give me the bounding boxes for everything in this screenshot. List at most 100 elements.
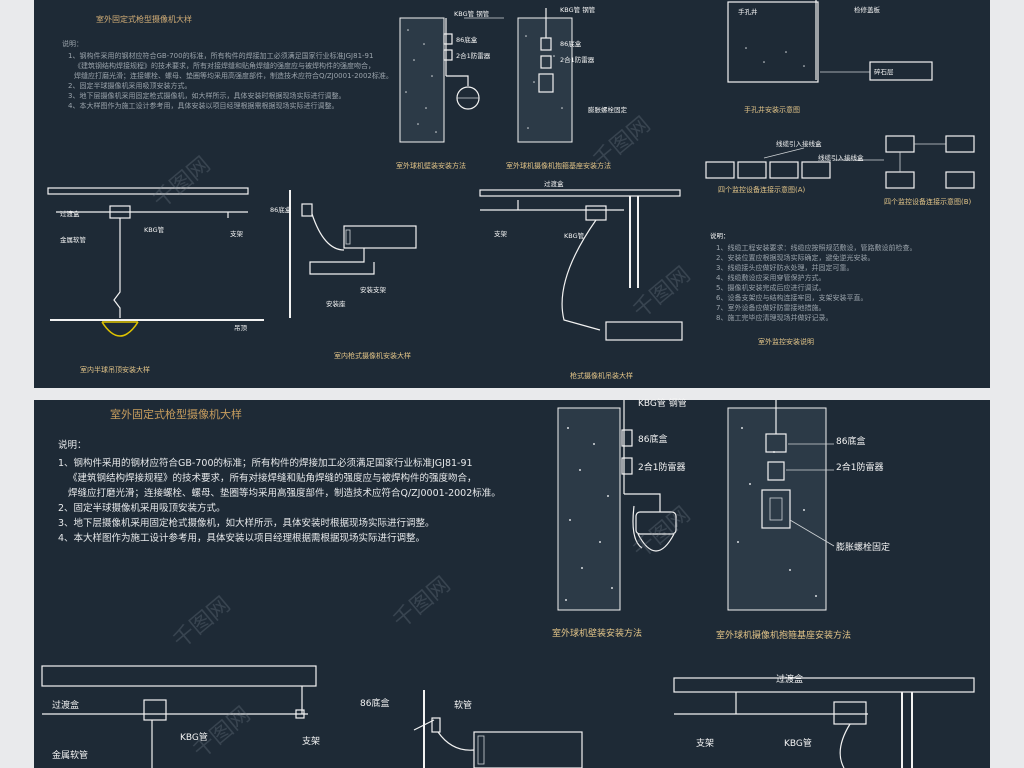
label-86-box-b1: 86底盒 [638, 433, 667, 445]
top-note-line: 3、地下层摄像机采用固定枪式摄像机，如大样所示，具体安装时根据现场实际进行调整。 [68, 91, 345, 100]
right-note-line: 7、室外设备应做好防雷接地措施。 [716, 303, 825, 312]
label-86-box-c: 86底盒 [360, 697, 389, 709]
label-mount-base: 安装座 [326, 299, 346, 308]
bottom-note-line: 《建筑钢结构焊接规程》的技术要求，所有对接焊缝和贴角焊缝的强度应与被焊构件的强度… [68, 472, 477, 484]
top-note-line: 《建筑钢结构焊接规程》的技术要求，所有对接焊缝和贴角焊缝的强度应与被焊构件的强度… [74, 61, 375, 70]
caption-wall-mount-top: 室外球机壁装安装方法 [396, 161, 466, 170]
label-expansion-bolt: 膨胀螺栓固定 [588, 105, 628, 114]
label-kbg-steel: KBG管 钢管 [454, 9, 490, 18]
label-bracket-b: 支架 [302, 735, 320, 747]
concrete-texture [405, 29, 437, 133]
right-notes: 说明： 1、线缆工程安装要求：线缆应按照规范敷设，管路敷设前检查。 2、安装位置… [710, 231, 916, 346]
dome-camera-icon-b [637, 533, 675, 552]
right-note-line: 4、线缆敷设应采用穿管保护方式。 [716, 273, 825, 282]
pole-mount-detail-bottom: 86底盒 2合1防雷器 膨胀螺栓固定 室外球机摄像机抱箍基座安装方法 [716, 400, 890, 641]
bottom-note-line: 1、钢构件采用的钢材应符合GB-700的标准；所有构件的焊接加工必须满足国家行业… [58, 457, 473, 469]
right-note-line: 5、摄像机安装完成后应进行调试。 [716, 283, 825, 292]
gun-camera-hoist-detail: 过渡盒 支架 KBG管 枪式摄像机吊装大样 [479, 179, 683, 380]
top-note-line: 4、本大样图作为施工设计参考用，具体安装以项目经理根据需根据现场实际进行调整。 [68, 101, 338, 110]
label-86-box-gun: 86底盒 [270, 205, 292, 214]
caption-wall-mount-bottom: 室外球机壁装安装方法 [552, 627, 642, 639]
label-hand-hole: 手孔井 [738, 7, 758, 16]
caption-notes-block: 室外监控安装说明 [758, 337, 814, 346]
label-cover: 检修盖板 [854, 5, 881, 14]
gun-camera-wall-detail: 86底盒 安装支架 安装座 室内枪式摄像机安装大样 [270, 190, 417, 360]
right-note-line: 8、施工完毕应清理现场并做好记录。 [716, 313, 832, 322]
label-surge-b1: 2合1防雷器 [638, 461, 685, 473]
label-kbg-steel-b: KBG管 钢管 [638, 397, 687, 409]
label-junction-top: 过渡盒 [60, 209, 80, 218]
bottom-note-line: 4、本大样图作为施工设计参考用，具体安装以项目经理根据需根据现场实际进行调整。 [58, 532, 425, 544]
label-kbg-hoist: KBG管 [564, 231, 585, 240]
top-sheet-canvas: 室外固定式枪型摄像机大样 说明： 1、钢构件采用的钢材应符合GB-700的标准，… [47, 0, 975, 380]
label-metal-hose-top: 金属软管 [60, 235, 87, 244]
label-86-box-b: 86底盒 [560, 39, 582, 48]
bottom-notes-heading: 说明： [58, 439, 87, 451]
label-bracket-c: 支架 [696, 737, 714, 749]
wiring-diagram-a: 线缆引入接线盒 线缆引入接线盒 四个监控设备连接示意图(A) [705, 139, 884, 194]
top-notes: 说明： 1、钢构件采用的钢材应符合GB-700的标准，所有构件的焊接加工必须满足… [62, 39, 393, 110]
bottom-note-line: 3、地下层摄像机采用固定枪式摄像机，如大样所示，具体安装时根据现场实际进行调整。 [58, 517, 435, 529]
bottom-notes: 说明： 1、钢构件采用的钢材应符合GB-700的标准；所有构件的焊接加工必须满足… [58, 439, 501, 544]
dome-camera-icon [101, 321, 139, 337]
ceiling-detail-bottom: 过渡盒 金属软管 KBG管 支架 [41, 665, 320, 768]
watermark-text: 千图网 [169, 592, 236, 654]
label-kbg-c: KBG管 [784, 737, 812, 749]
label-gravel: 碎石层 [874, 67, 894, 76]
ceiling-dome-detail: 过渡盒 金属软管 KBG管 支架 吊顶 室内半球吊顶安装大样 [47, 187, 264, 374]
right-notes-heading: 说明： [710, 231, 730, 240]
label-wire-a: 线缆引入接线盒 [776, 139, 822, 148]
top-title: 室外固定式枪型摄像机大样 [96, 14, 192, 24]
label-kbg-b: KBG管 [180, 731, 208, 743]
wiring-diagram-b: 四个监控设备连接示意图(B) [884, 135, 975, 206]
wall-mount-detail-bottom: KBG管 钢管 86底盒 2合1防雷器 室外球机壁装安装方法 [552, 397, 687, 639]
label-86-box: 86底盒 [456, 35, 478, 44]
label-ceiling: 吊顶 [234, 324, 248, 332]
bottom-note-line: 2、固定半球摄像机采用吸顶安装方式。 [58, 502, 226, 514]
bottom-sheet-canvas: 室外固定式枪型摄像机大样 说明： 1、钢构件采用的钢材应符合GB-700的标准；… [41, 397, 975, 768]
label-surge-b2: 2合1防雷器 [836, 461, 883, 473]
label-86-box-b2: 86底盒 [836, 435, 865, 447]
watermark-text: 千图网 [589, 112, 656, 174]
caption-pit: 手孔井安装示意图 [744, 105, 800, 114]
label-metal-hose-b: 金属软管 [52, 749, 88, 761]
top-note-line: 1、钢构件采用的钢材应符合GB-700的标准，所有构件的焊接加工必须满足国家行业… [68, 51, 373, 60]
label-kbg-ceiling: KBG管 [144, 225, 165, 234]
label-hose-c: 软管 [454, 699, 472, 711]
label-wire-b: 线缆引入接线盒 [818, 153, 864, 162]
top-note-line: 焊缝应打磨光滑；连接螺栓、螺母、垫圈等均采用高强度部件，制造技术应符合Q/ZJ0… [74, 71, 393, 80]
gun-camera-hoist-bottom: 过渡盒 支架 KBG管 [673, 673, 975, 768]
label-junction-b: 过渡盒 [52, 699, 79, 711]
caption-pole-mount-top: 室外球机摄像机抱箍基座安装方法 [506, 161, 611, 170]
label-junction-c: 过渡盒 [776, 673, 803, 685]
right-note-line: 6、设备支架应与结构连接牢固，支架安装平直。 [716, 293, 867, 302]
bottom-title: 室外固定式枪型摄像机大样 [110, 407, 242, 421]
label-kbg-top: KBG管 钢管 [560, 5, 596, 14]
caption-gun-hoist: 枪式摄像机吊装大样 [570, 371, 633, 380]
label-junction-hoist: 过渡盒 [544, 179, 564, 188]
label-expansion-bolt-b: 膨胀螺栓固定 [836, 541, 890, 553]
watermark: 千图网 千图网 千图网 [149, 112, 696, 324]
watermark-text: 千图网 [149, 152, 216, 214]
caption-wiring-b: 四个监控设备连接示意图(B) [884, 197, 972, 206]
right-note-line: 2、安装位置应根据现场实际确定，避免逆光安装。 [716, 253, 874, 262]
label-bracket-top: 支架 [230, 229, 244, 238]
caption-gun-wall: 室内枪式摄像机安装大样 [334, 351, 411, 360]
drawing-sheet-top: 室外固定式枪型摄像机大样 说明： 1、钢构件采用的钢材应符合GB-700的标准，… [34, 0, 990, 388]
pit-detail: 手孔井 检修盖板 碎石层 手孔井安装示意图 [727, 0, 933, 114]
top-note-line: 2、固定半球摄像机采用吸顶安装方式。 [68, 81, 191, 90]
watermark-text: 千图网 [389, 572, 456, 634]
concrete-texture-b [565, 427, 613, 601]
wall-mount-detail-top: KBG管 钢管 86底盒 2合1防雷器 室外球机壁装安装方法 [396, 9, 504, 170]
right-note-line: 3、线缆接头应做好防水处理，并固定可靠。 [716, 263, 853, 272]
label-bracket-hoist: 支架 [494, 229, 508, 238]
label-surge-protector: 2合1防雷器 [456, 51, 491, 60]
bottom-note-line: 焊缝应打磨光滑；连接螺栓、螺母、垫圈等均采用高强度部件，制造技术应符合Q/ZJ0… [68, 487, 501, 499]
right-note-line: 1、线缆工程安装要求：线缆应按照规范敷设，管路敷设前检查。 [716, 243, 916, 252]
caption-wiring-a: 四个监控设备连接示意图(A) [718, 185, 806, 194]
gun-camera-wall-bottom: 86底盒 软管 [360, 690, 583, 768]
top-notes-heading: 说明： [62, 39, 83, 48]
pole-mount-detail-top: KBG管 钢管 86底盒 2合1防雷器 膨胀螺栓固定 室外球机摄像机抱箍基座安装… [506, 5, 628, 170]
drawing-sheet-bottom: 室外固定式枪型摄像机大样 说明： 1、钢构件采用的钢材应符合GB-700的标准；… [34, 397, 990, 768]
label-mount-bracket: 安装支架 [360, 285, 387, 294]
